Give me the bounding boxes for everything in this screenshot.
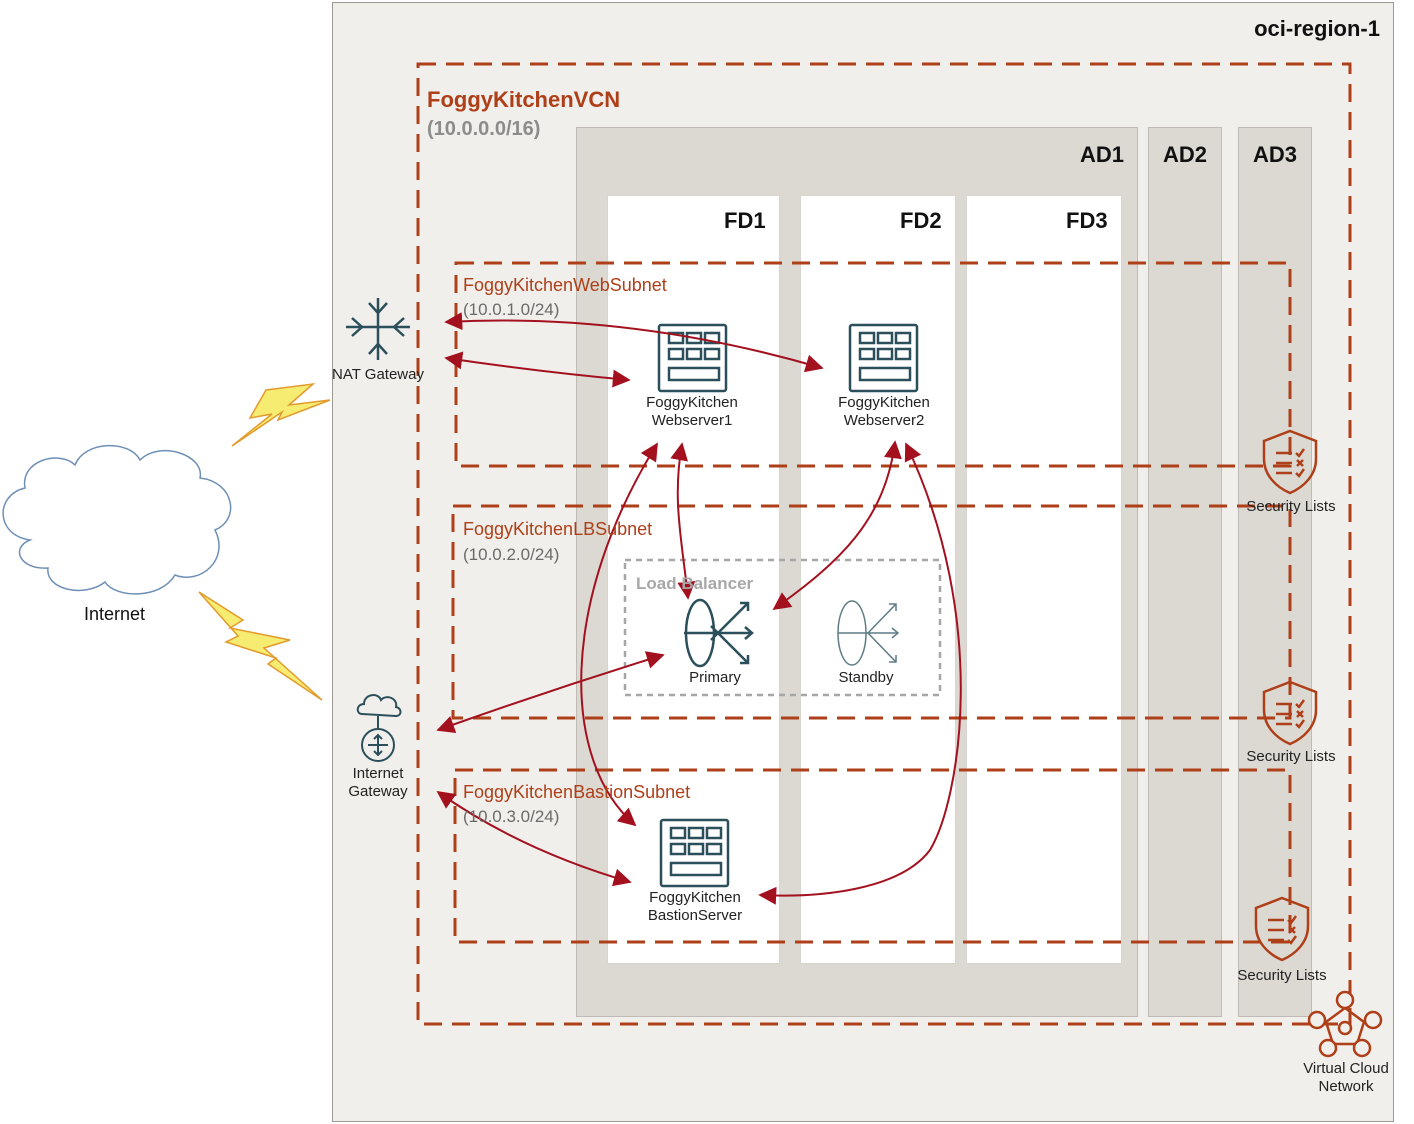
- virtual-cloud-network-label: Virtual Cloud Network: [1303, 1060, 1389, 1095]
- bastion-subnet-title: FoggyKitchenBastionSubnet: [463, 782, 691, 802]
- webserver1-label-line2: Webserver1: [651, 412, 733, 429]
- virtual-cloud-network-icon: [1307, 990, 1383, 1058]
- security-list-icon: [1262, 429, 1318, 495]
- internet-label: Internet: [84, 604, 146, 624]
- internet-gateway-icon: [356, 694, 402, 762]
- lb-primary-label: Primary: [689, 669, 741, 686]
- load-balancer-title: Load Balancer: [636, 574, 754, 593]
- fault-domain-3: [966, 195, 1122, 964]
- load-balancer-primary-icon: [684, 598, 754, 668]
- ad3-label: AD3: [1253, 142, 1298, 167]
- server-icon-webserver1: [657, 323, 728, 393]
- ad1-label: AD1: [1080, 142, 1125, 167]
- region-title: oci-region-1: [1254, 16, 1380, 41]
- ad2-label: AD2: [1163, 142, 1208, 167]
- webserver1-label: FoggyKitchen Webserver1: [622, 394, 762, 430]
- nat-gateway-label: NAT Gateway: [332, 366, 424, 383]
- lb-standby-label: Standby: [838, 669, 894, 686]
- fd3-label: FD3: [1066, 208, 1108, 233]
- webserver2-label-line1: FoggyKitchen: [838, 394, 930, 411]
- server-icon-bastion: [659, 818, 730, 888]
- vcn-title: FoggyKitchenVCN: [427, 87, 621, 112]
- arrow-nat-webserver2: [444, 312, 824, 373]
- security-lists-label-lb: Security Lists: [1246, 748, 1336, 765]
- bastion-server-label: FoggyKitchen BastionServer: [625, 889, 765, 925]
- arrow-nat-webserver1: [444, 351, 631, 388]
- web-subnet-cidr: (10.0.1.0/24): [463, 300, 560, 319]
- availability-domain-2: [1148, 127, 1222, 1017]
- internet-gateway-label-line1: Internet: [352, 765, 404, 782]
- security-list-icon: [1254, 896, 1310, 962]
- arrow-igw-bastion: [436, 790, 632, 887]
- arrow-webserver2-bastion: [758, 442, 962, 905]
- web-subnet-title: FoggyKitchenWebSubnet: [463, 275, 667, 295]
- webserver1-label-line1: FoggyKitchen: [646, 394, 738, 411]
- lightning-icon: [198, 591, 323, 701]
- webserver2-label-line2: Webserver2: [843, 412, 925, 429]
- nat-gateway-icon: [346, 298, 410, 360]
- internet-gateway-label: Internet Gateway: [328, 765, 428, 801]
- internet-cloud-icon: [2, 444, 232, 595]
- server-icon-webserver2: [848, 323, 919, 393]
- arrow-webserver1-lb-primary: [670, 442, 696, 600]
- webserver2-label: FoggyKitchen Webserver2: [814, 394, 954, 430]
- security-lists-label-web: Security Lists: [1246, 498, 1336, 515]
- arrow-webserver1-bastion: [580, 442, 658, 827]
- internet-gateway-label-line2: Gateway: [348, 783, 408, 800]
- bastion-subnet-cidr: (10.0.3.0/24): [463, 807, 560, 826]
- lb-subnet-title: FoggyKitchenLBSubnet: [463, 519, 653, 539]
- availability-domain-3: [1238, 127, 1312, 1017]
- vcn-cidr: (10.0.0.0/16): [427, 118, 541, 140]
- lb-subnet-cidr: (10.0.2.0/24): [463, 545, 560, 564]
- load-balancer-standby-icon: [837, 600, 900, 666]
- vcn-boundary: [416, 62, 1352, 1026]
- security-lists-label-bastion: Security Lists: [1237, 967, 1327, 984]
- security-list-icon: [1262, 680, 1318, 746]
- fd2-label: FD2: [900, 208, 942, 233]
- connection-arrows: [436, 312, 962, 905]
- lightning-icon: [231, 382, 331, 447]
- bastion-server-label-line1: FoggyKitchen: [649, 889, 741, 906]
- bastion-server-label-line2: BastionServer: [647, 907, 743, 924]
- fd1-label: FD1: [724, 208, 766, 233]
